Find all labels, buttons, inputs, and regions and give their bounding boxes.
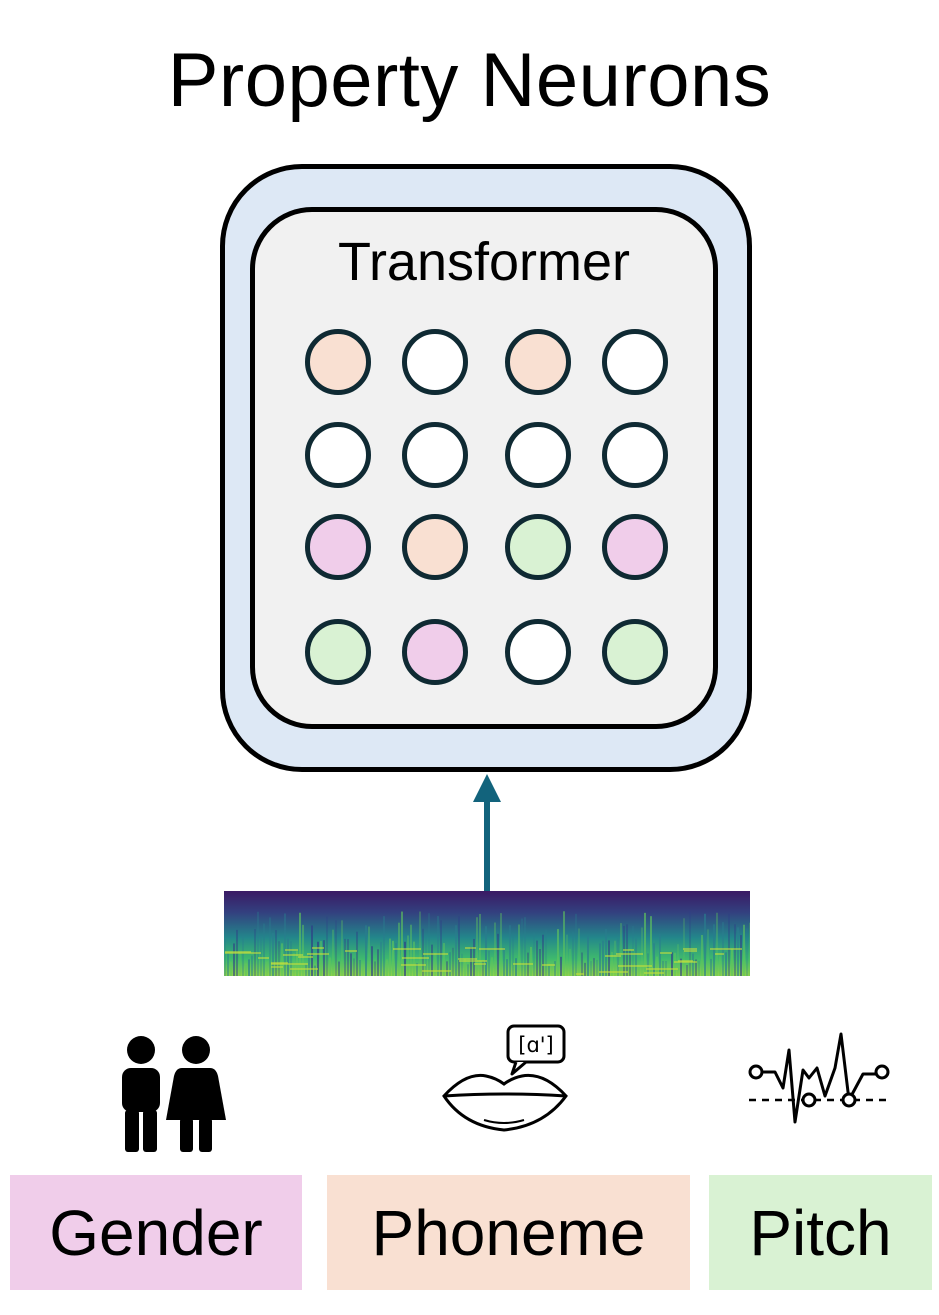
pitch-label: Pitch bbox=[709, 1175, 932, 1290]
neuron-none bbox=[602, 329, 668, 395]
neuron-gender bbox=[602, 514, 668, 580]
pitch-wave-icon bbox=[748, 1032, 890, 1124]
neuron-pitch bbox=[602, 619, 668, 685]
neuron-none bbox=[305, 422, 371, 488]
lips-phoneme-icon: [ɑ'] bbox=[442, 1024, 568, 1132]
neuron-none bbox=[402, 422, 468, 488]
neuron-pitch bbox=[505, 514, 571, 580]
transformer-label: Transformer bbox=[337, 232, 631, 292]
neuron-gender bbox=[402, 619, 468, 685]
phoneme-label: Phoneme bbox=[327, 1175, 690, 1290]
neuron-none bbox=[402, 329, 468, 395]
neuron-none bbox=[505, 619, 571, 685]
neuron-phoneme bbox=[305, 329, 371, 395]
diagram-title: Property Neurons bbox=[167, 38, 772, 123]
spectrogram-image bbox=[224, 891, 750, 976]
neuron-phoneme bbox=[402, 514, 468, 580]
gender-label: Gender bbox=[10, 1175, 302, 1290]
neuron-none bbox=[505, 422, 571, 488]
neuron-phoneme bbox=[505, 329, 571, 395]
people-icon bbox=[122, 1036, 226, 1152]
neuron-gender bbox=[305, 514, 371, 580]
phoneme-bubble-text: [ɑ'] bbox=[518, 1033, 554, 1057]
neuron-pitch bbox=[305, 619, 371, 685]
neuron-none bbox=[602, 422, 668, 488]
